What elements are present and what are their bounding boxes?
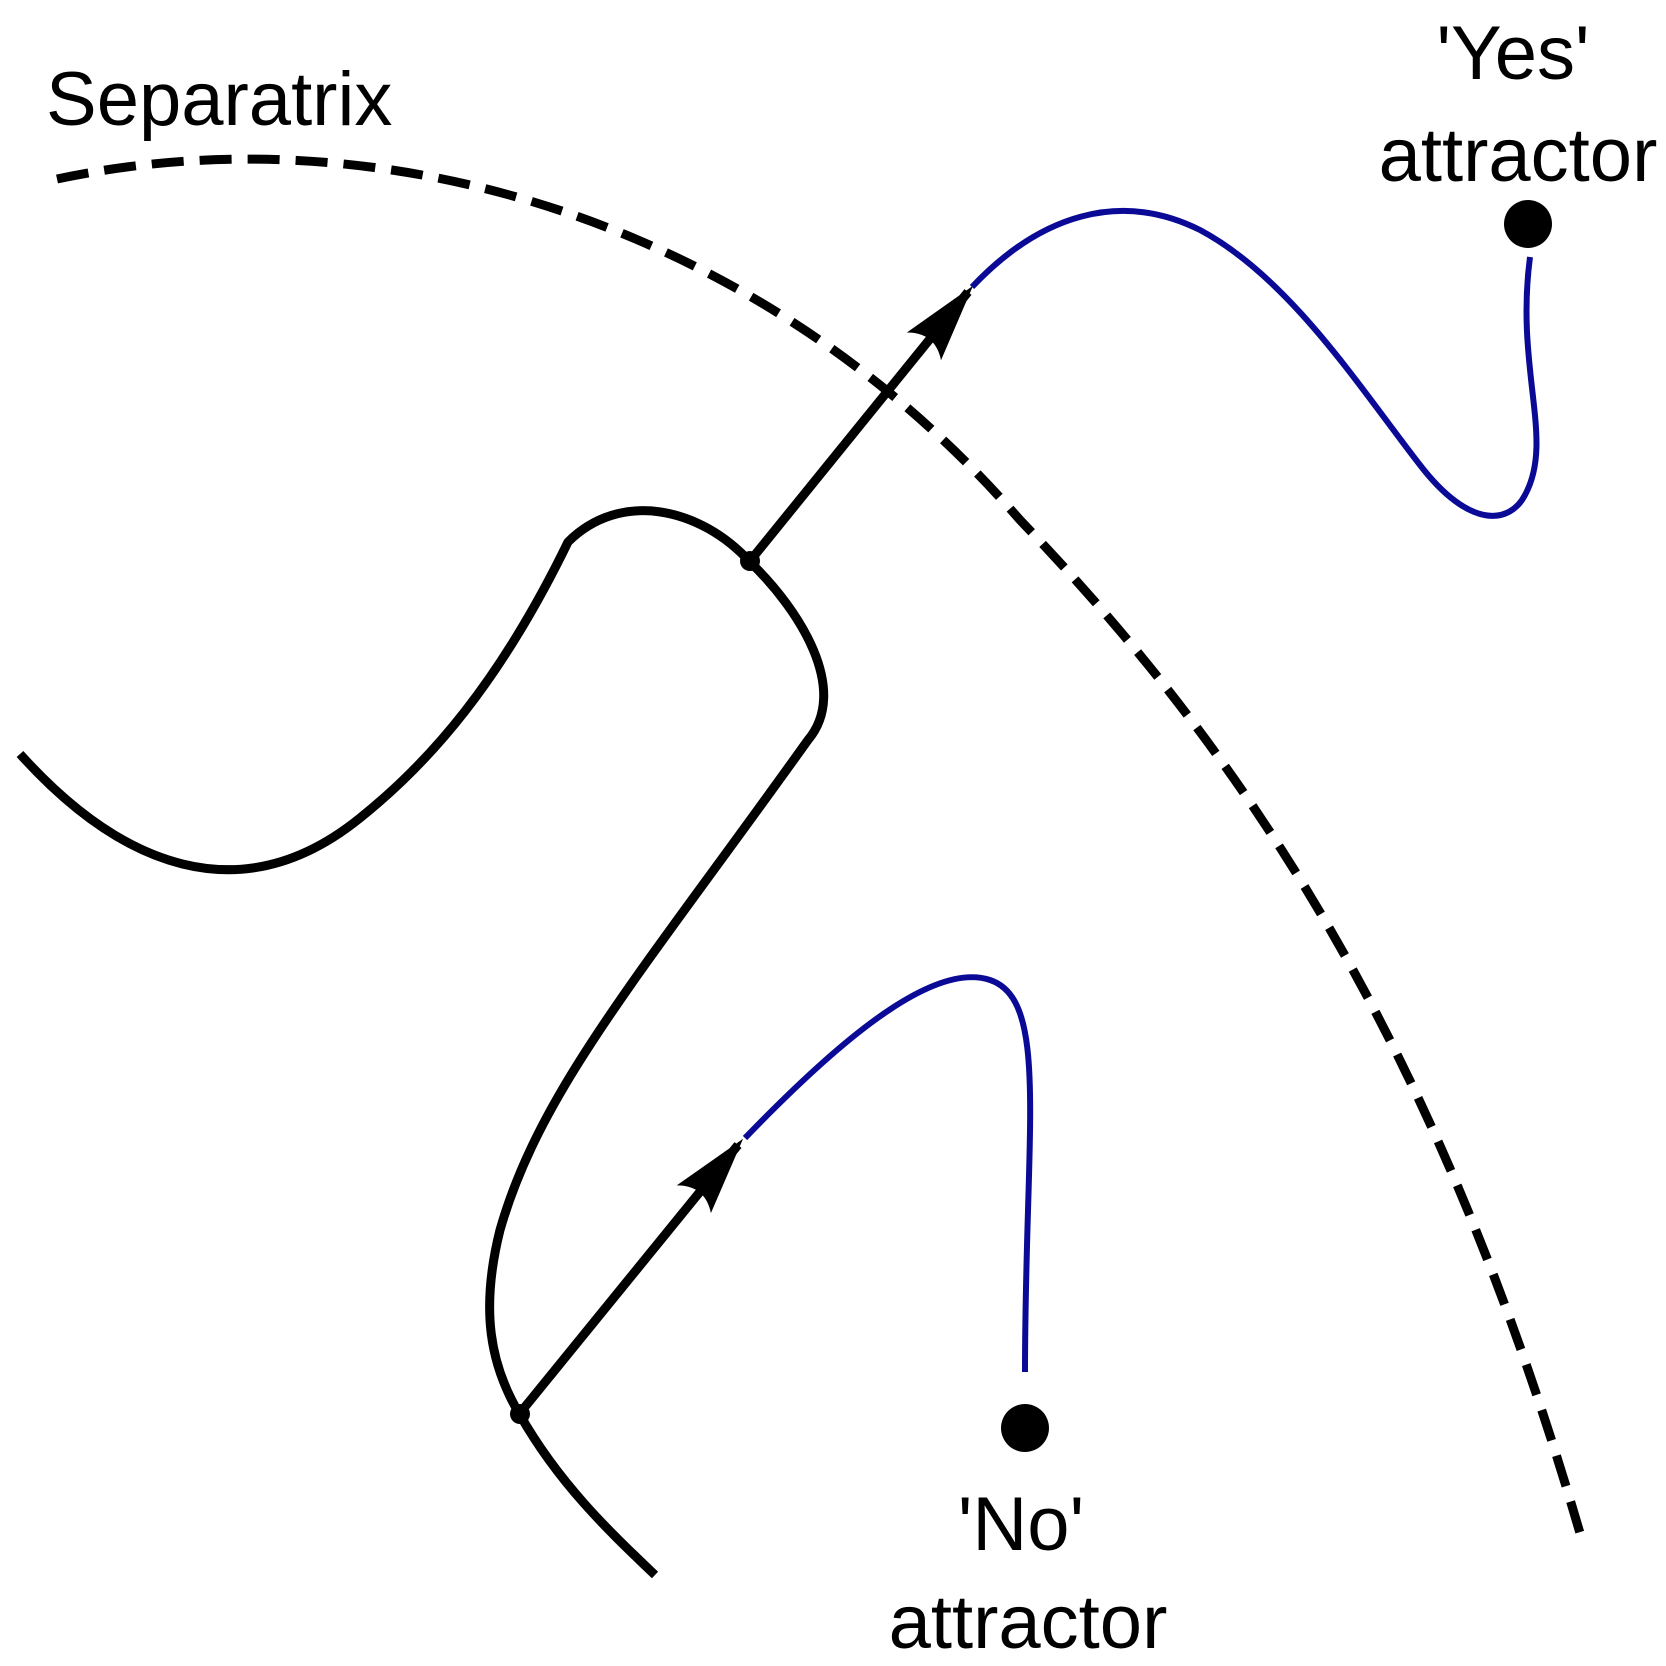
- trajectory-to-no-attractor: [742, 974, 1034, 1373]
- initial-trajectory: [16, 506, 829, 1579]
- branch-point-lower: [510, 1404, 530, 1424]
- branch-point-upper: [740, 551, 760, 571]
- perturbation-arrow-upper: [746, 285, 974, 564]
- no-attractor-point: [1001, 1404, 1049, 1452]
- no-attractor-label-line1: 'No': [958, 1482, 1084, 1567]
- yes-attractor-point: [1504, 200, 1552, 248]
- trajectory-to-yes-attractor: [969, 208, 1540, 519]
- yes-attractor-label-line2: attractor: [1379, 113, 1658, 198]
- separatrix-label: Separatrix: [46, 57, 392, 142]
- perturbation-arrow-lower: [516, 1138, 744, 1416]
- no-attractor-label-line2: attractor: [889, 1580, 1168, 1665]
- yes-attractor-label-line1: 'Yes': [1436, 11, 1589, 96]
- separatrix-curve: [56, 154, 1587, 1542]
